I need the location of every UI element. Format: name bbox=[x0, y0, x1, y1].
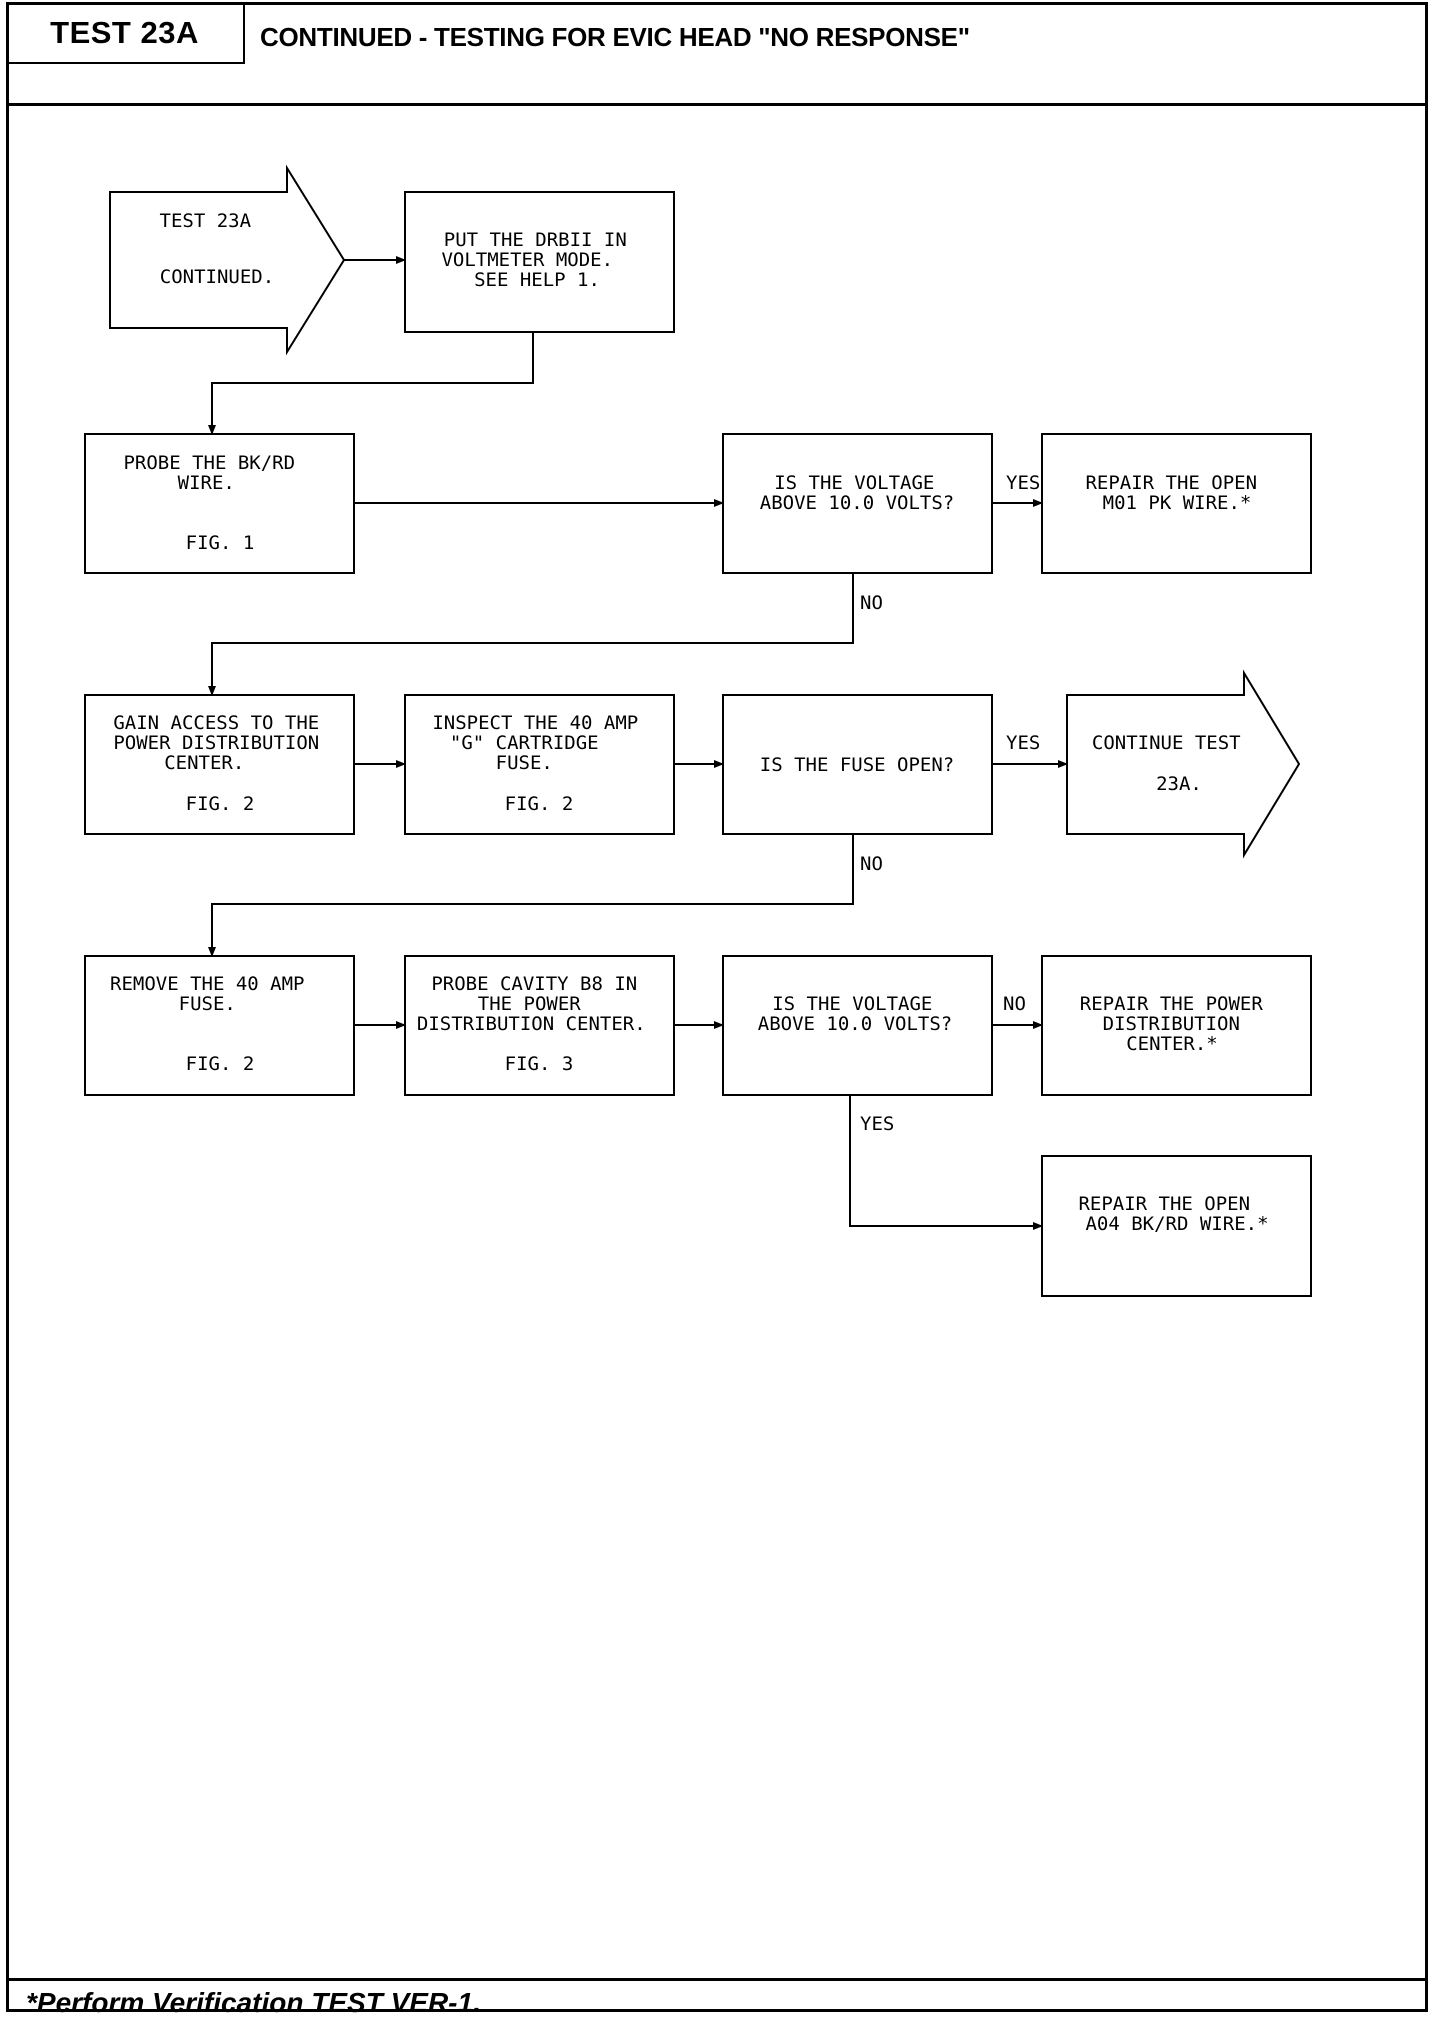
inspect-fuse-text: INSPECT THE 40 AMP "G" CARTRIDGE FUSE. F… bbox=[432, 712, 649, 815]
voltmeter-text: PUT THE DRBII IN VOLTMETER MODE. SEE HEL… bbox=[441, 229, 638, 291]
repair-m01-text: REPAIR THE OPEN M01 PK WIRE.* bbox=[1085, 472, 1268, 514]
continue-test-arrow-node bbox=[1066, 669, 1301, 859]
repair-pdc-text: REPAIR THE POWER DISTRIBUTION CENTER.* bbox=[1080, 993, 1274, 1055]
start-text: TEST 23A CONTINUED. bbox=[160, 210, 275, 288]
page-footer: *Perform Verification TEST VER-1. bbox=[6, 1978, 1428, 2018]
gain-access-text: GAIN ACCESS TO THE POWER DISTRIBUTION CE… bbox=[113, 712, 330, 815]
fuse-open-question-text: IS THE FUSE OPEN? bbox=[760, 754, 954, 776]
edge-label-yes-3: YES bbox=[860, 1113, 894, 1135]
probe-bkrd-text: PROBE THE BK/RD WIRE. FIG. 1 bbox=[123, 452, 306, 554]
verification-note: *Perform Verification TEST VER-1. bbox=[26, 1987, 481, 2018]
voltage-question-1-text: IS THE VOLTAGE ABOVE 10.0 VOLTS? bbox=[760, 472, 954, 514]
edge-label-no-3: NO bbox=[1003, 993, 1026, 1015]
probe-cavity-text: PROBE CAVITY B8 IN THE POWER DISTRIBUTIO… bbox=[417, 973, 657, 1075]
edge-label-no-1: NO bbox=[860, 592, 883, 614]
edge-fuse-question-no bbox=[208, 834, 854, 957]
voltage-question-2-text: IS THE VOLTAGE ABOVE 10.0 VOLTS? bbox=[758, 993, 952, 1035]
continue-test-text: CONTINUE TEST 23A. bbox=[1092, 732, 1252, 795]
edge-question-1-no bbox=[208, 573, 854, 696]
test-id-label: TEST 23A bbox=[6, 2, 245, 64]
repair-a04-text: REPAIR THE OPEN A04 BK/RD WIRE.* bbox=[1078, 1193, 1268, 1235]
edge-voltmeter-to-probe bbox=[208, 332, 534, 435]
page-header: TEST 23A CONTINUED - TESTING FOR EVIC HE… bbox=[6, 2, 1428, 106]
edge-label-no-2: NO bbox=[860, 853, 883, 875]
page-title: CONTINUED - TESTING FOR EVIC HEAD "NO RE… bbox=[260, 22, 970, 52]
page-frame bbox=[6, 2, 1428, 2012]
edge-label-yes-2: YES bbox=[1006, 732, 1040, 754]
edge-label-yes-1: YES bbox=[1006, 472, 1040, 494]
edge-question-2-yes bbox=[849, 1095, 1043, 1230]
start-arrow-node bbox=[109, 164, 346, 356]
remove-fuse-text: REMOVE THE 40 AMP FUSE. FIG. 2 bbox=[110, 973, 316, 1075]
